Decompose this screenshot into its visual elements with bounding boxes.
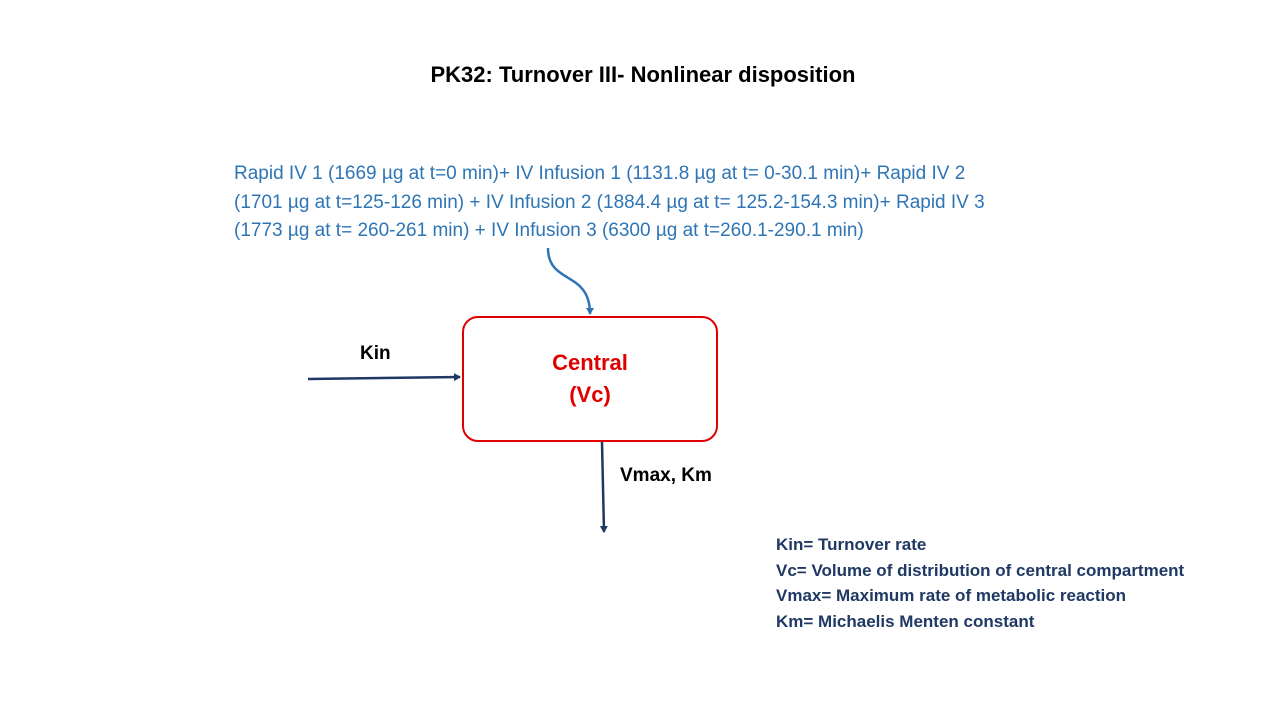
central-compartment: Central (Vc)	[462, 316, 718, 442]
elimination-arrow	[599, 441, 608, 533]
legend-item-km: Km= Michaelis Menten constant	[776, 611, 1035, 631]
page-title: PK32: Turnover III- Nonlinear dispositio…	[430, 62, 856, 87]
dosing-line-2: (1701 µg at t=125-126 min) + IV Infusion…	[234, 191, 985, 213]
legend-item-kin: Kin= Turnover rate	[776, 535, 927, 554]
dosing-regimen: Rapid IV 1 (1669 µg at t=0 min)+ IV Infu…	[234, 160, 985, 246]
dosing-line-1: Rapid IV 1 (1669 µg at t=0 min)+ IV Infu…	[234, 163, 966, 184]
compartment-name: Central	[552, 350, 628, 375]
dosing-line-3: (1773 µg at t= 260-261 min) + IV Infusio…	[234, 220, 864, 241]
dosing-arrow	[546, 247, 594, 315]
kin-label: Kin	[360, 343, 391, 364]
vmax-km-label: Vmax, Km	[620, 465, 712, 486]
compartment-volume: (Vc)	[569, 382, 611, 407]
legend-item-vc: Vc= Volume of distribution of central co…	[776, 560, 1185, 580]
legend-item-vmax: Vmax= Maximum rate of metabolic reaction	[776, 586, 1127, 605]
kin-input-arrow	[307, 373, 461, 382]
parameter-legend: Kin= Turnover rate Vc= Volume of distrib…	[776, 532, 1184, 634]
